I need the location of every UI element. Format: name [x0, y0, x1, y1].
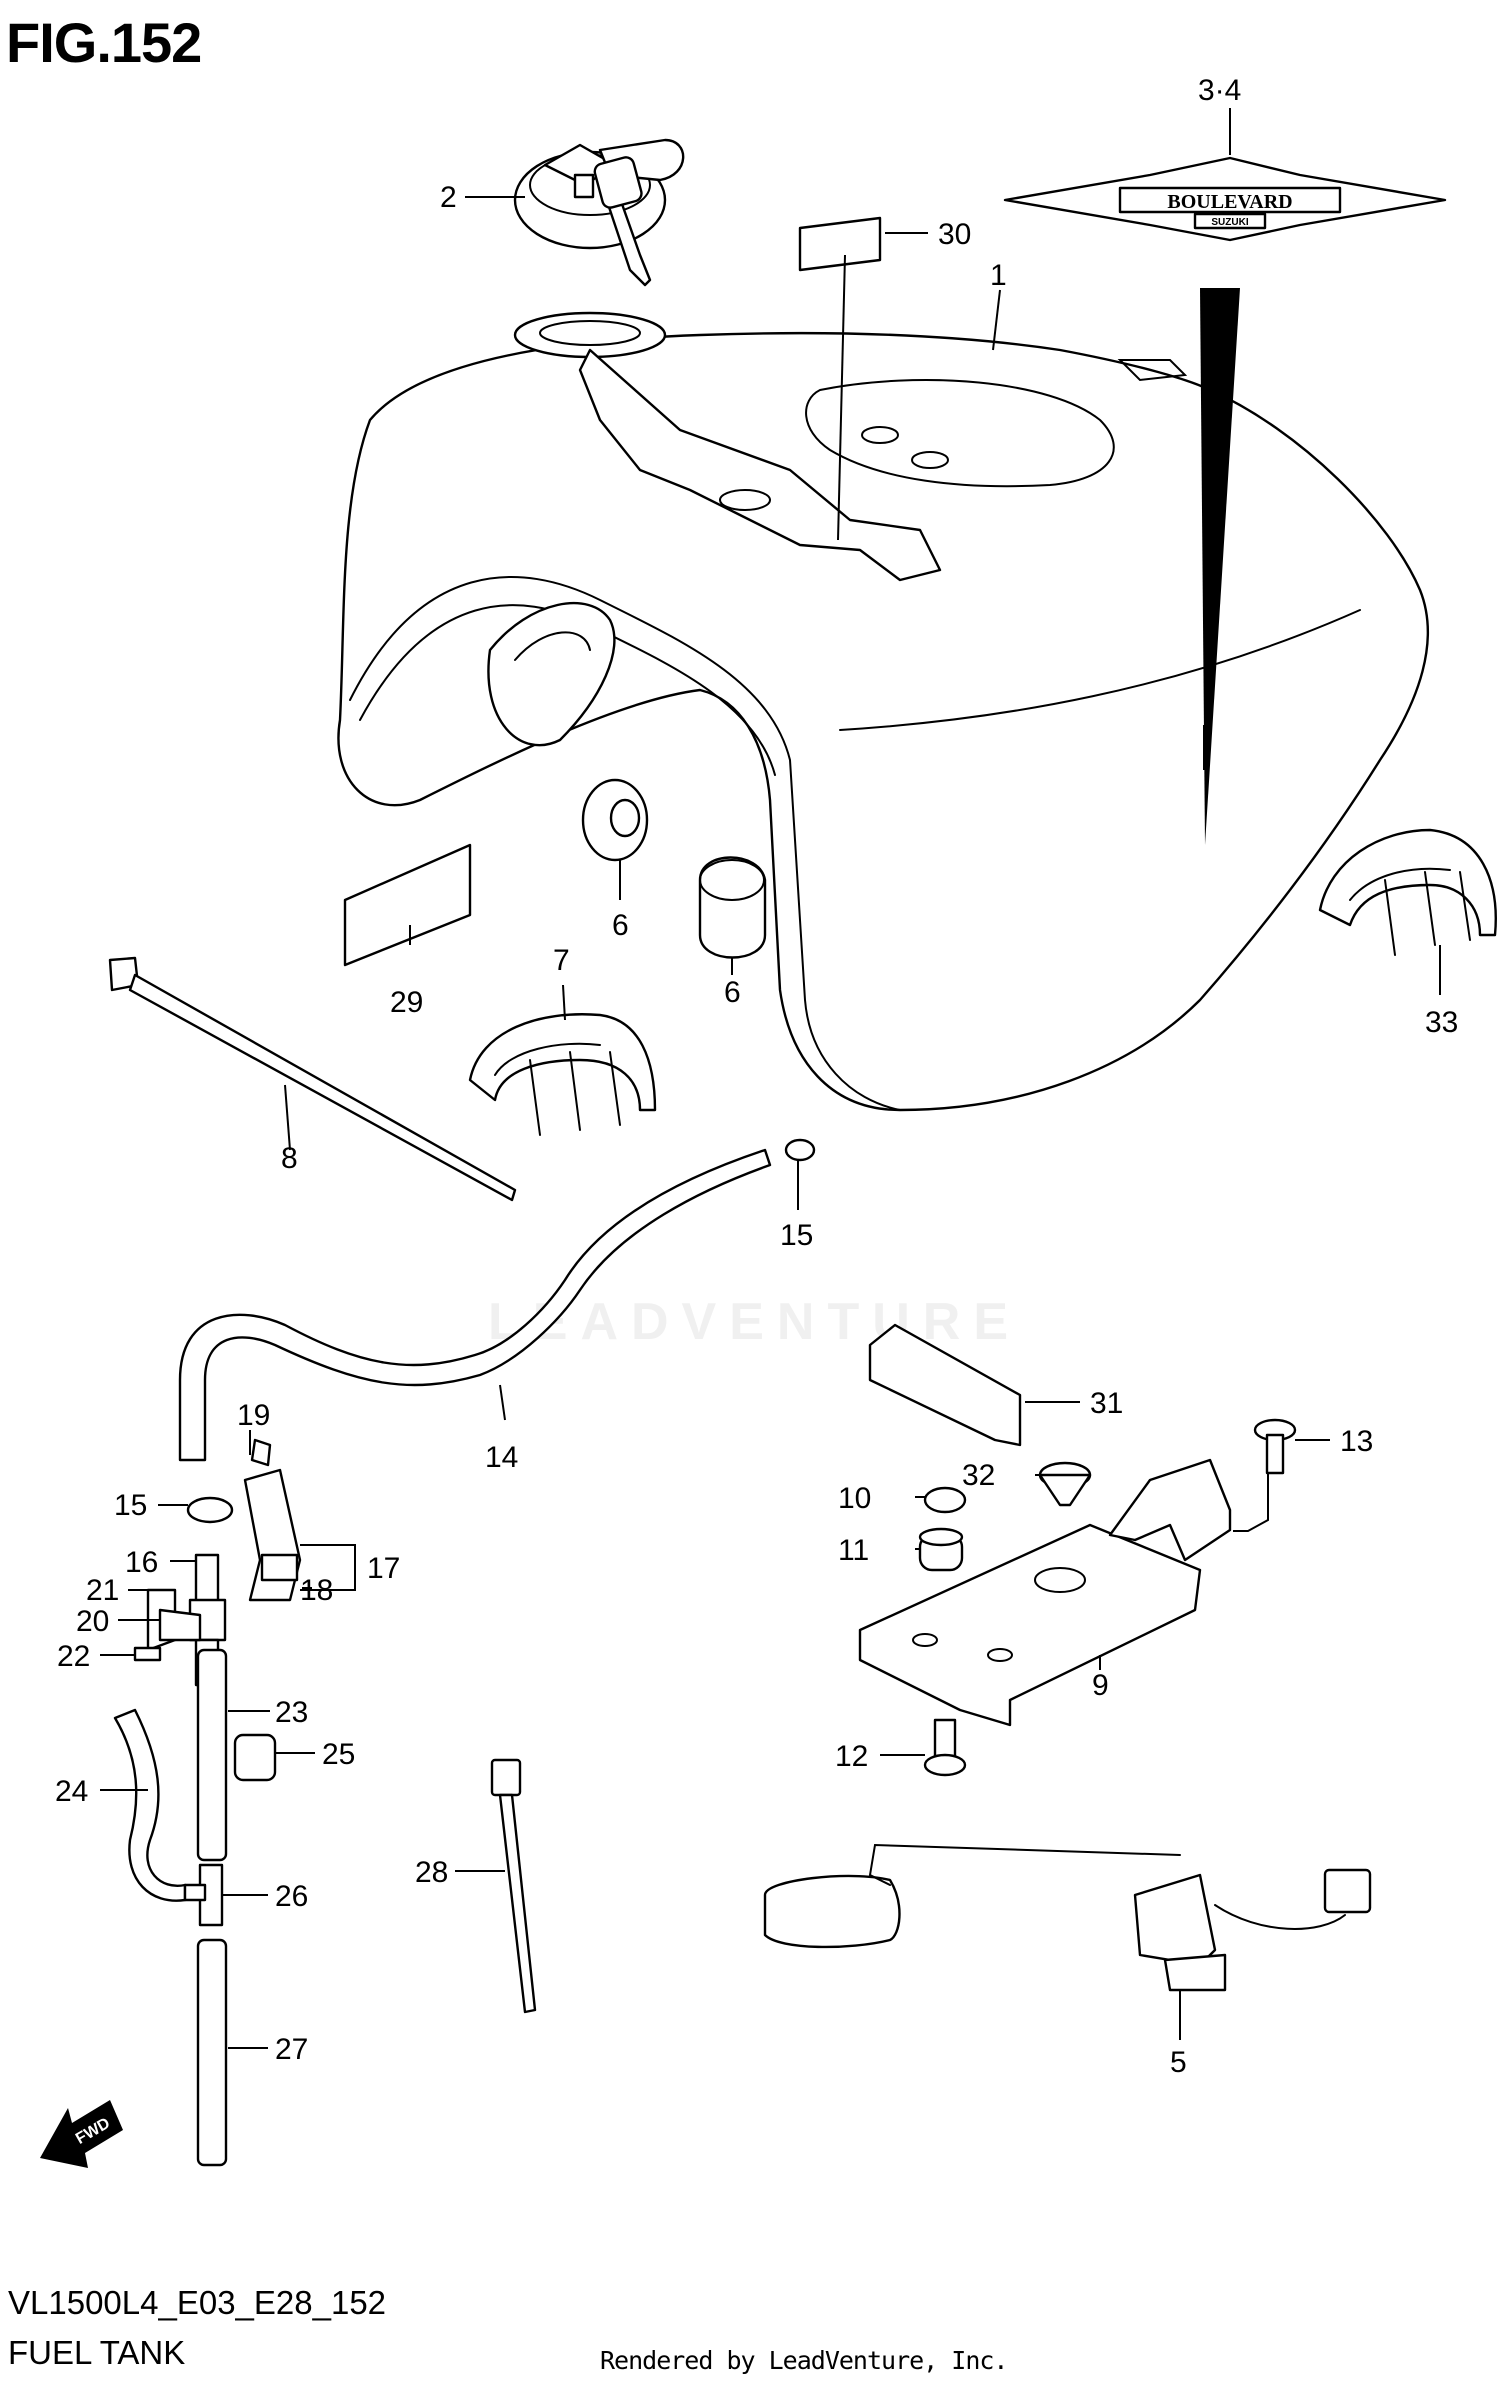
sleeve-25[interactable] — [233, 1733, 277, 1782]
callout-10: 10 — [838, 1482, 871, 1515]
callout-27: 27 — [275, 2033, 308, 2066]
emblem-subtext: SUZUKI — [1211, 217, 1248, 228]
hose-14[interactable] — [178, 1148, 772, 1462]
cable-tie-28[interactable] — [490, 1758, 537, 2014]
hose-24[interactable] — [113, 1708, 187, 1902]
callout-15b: 15 — [114, 1489, 147, 1522]
fuel-level-gauge[interactable] — [763, 1843, 1372, 1992]
callout-5: 5 — [1170, 2046, 1187, 2079]
cushion-6b[interactable] — [698, 856, 767, 959]
callout-22: 22 — [57, 1640, 90, 1673]
hose-23[interactable] — [196, 1648, 228, 1862]
callout-33: 33 — [1425, 1006, 1458, 1039]
tank-stripe — [1200, 288, 1240, 845]
callout-8: 8 — [281, 1142, 298, 1175]
callout-9: 9 — [1092, 1669, 1109, 1702]
callout-26: 26 — [275, 1880, 308, 1913]
emblem-text: BOULEVARD — [1167, 191, 1292, 213]
model-code: VL1500L4_E03_E28_152 — [8, 2284, 387, 2321]
bracket-9[interactable] — [858, 1458, 1232, 1727]
callout-23: 23 — [275, 1696, 308, 1729]
leader-lines — [100, 108, 1441, 2049]
callout-7: 7 — [553, 944, 570, 977]
callout-31: 31 — [1090, 1387, 1123, 1420]
callout-25: 25 — [322, 1738, 355, 1771]
bolt-12[interactable] — [923, 1718, 967, 1777]
callout-6b: 6 — [724, 976, 741, 1009]
callout-6a: 6 — [612, 909, 629, 942]
cushion-11[interactable] — [918, 1527, 964, 1572]
t-fitting-26[interactable] — [183, 1863, 224, 1927]
callouts: 1 2 3·4 5 6 6 7 8 9 10 11 12 13 14 15 15… — [55, 74, 1458, 2079]
callout-14: 14 — [485, 1441, 518, 1474]
callout-11: 11 — [838, 1534, 869, 1567]
cable-tie-8[interactable] — [108, 956, 517, 1202]
callout-21: 21 — [86, 1574, 119, 1607]
bolt-13[interactable] — [1253, 1418, 1297, 1475]
callout-32: 32 — [962, 1459, 995, 1492]
clamp-15b[interactable] — [186, 1496, 234, 1524]
callout-16: 16 — [125, 1546, 158, 1579]
fuel-tank[interactable] — [337, 311, 1430, 1112]
callout-18: 18 — [300, 1574, 333, 1607]
callout-12: 12 — [835, 1740, 868, 1773]
clamp-15a[interactable] — [784, 1138, 816, 1162]
fuel-cap[interactable] — [513, 138, 685, 287]
boulevard-emblem: BOULEVARD SUZUKI — [1003, 156, 1447, 242]
callout-29: 29 — [390, 986, 423, 1019]
callout-15a: 15 — [780, 1219, 813, 1252]
cushion-32[interactable] — [1038, 1461, 1092, 1507]
callout-1: 1 — [990, 259, 1007, 292]
cushion-33[interactable] — [1318, 828, 1497, 956]
render-credit: Rendered by LeadVenture, Inc. — [600, 2346, 1008, 2375]
cushion-7[interactable] — [468, 1013, 657, 1136]
collar-10[interactable] — [923, 1486, 967, 1514]
callout-2: 2 — [440, 181, 457, 214]
hose-27[interactable] — [196, 1938, 228, 2167]
callout-24: 24 — [55, 1775, 88, 1808]
fuel-valve-assembly[interactable] — [133, 1438, 302, 1687]
cushion-6a[interactable] — [581, 778, 649, 862]
label-30 — [798, 216, 882, 272]
pad-31[interactable] — [868, 1323, 1022, 1447]
figure-title: FIG.152 — [6, 11, 202, 74]
callout-28: 28 — [415, 1856, 448, 1889]
callout-30: 30 — [938, 218, 971, 251]
callout-13: 13 — [1340, 1425, 1373, 1458]
callout-3-4: 3·4 — [1198, 74, 1241, 107]
label-29 — [343, 843, 472, 967]
callout-20: 20 — [76, 1605, 109, 1638]
forward-arrow-icon: FWD — [40, 2100, 123, 2168]
section-name: FUEL TANK — [8, 2334, 186, 2371]
callout-19: 19 — [237, 1399, 270, 1432]
callout-17: 17 — [367, 1552, 400, 1585]
